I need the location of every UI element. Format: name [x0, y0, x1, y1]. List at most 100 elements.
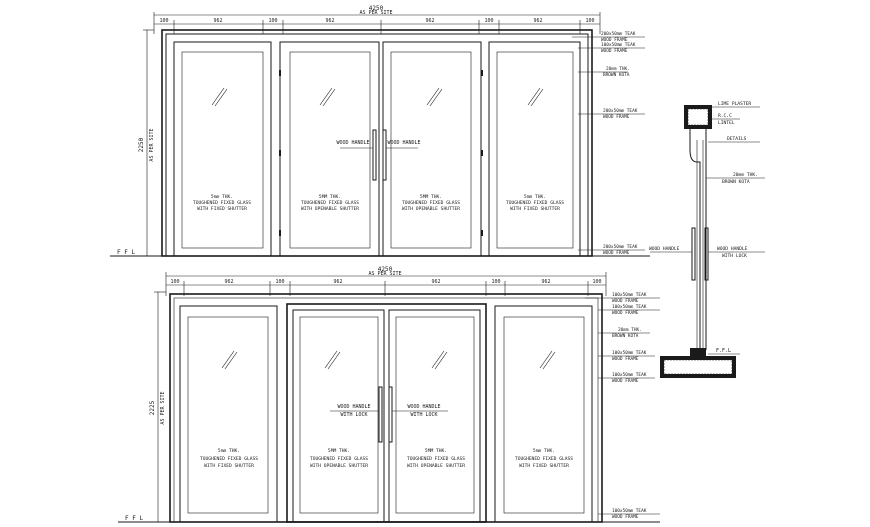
top-callout-1-l2: WOOD FRAME [601, 37, 628, 43]
bottom-panel-2-line2: TOUGHENED FIXED GLASS [310, 456, 368, 462]
bottom-handle-right-l1: WOOD HANDLE [407, 404, 440, 410]
bottom-outer-frame [169, 293, 603, 523]
bottom-seg-3: 100 [275, 279, 284, 285]
bottom-callout-2-l2: WOOD FRAME [612, 310, 639, 316]
bottom-panel-1-line1: 5mm THK. [218, 448, 240, 454]
top-panel-4-line1: 5mm THK. [524, 194, 546, 200]
top-handle-left [372, 129, 377, 181]
bottom-panel-2-glass [299, 316, 379, 514]
bottom-panel-1-glass [187, 316, 269, 514]
top-callout-2-l2: WOOD FRAME [601, 48, 628, 54]
bottom-panel-1-line3: WITH FIXED SHUTTER [204, 463, 254, 469]
bottom-callout-6-l2: WOOD FRAME [612, 514, 639, 520]
top-segment-ticks [153, 12, 601, 34]
top-elevation: 4250 AS PER SITE 100 962 100 962 962 100… [110, 5, 650, 257]
top-overall-note: AS PER SITE [359, 10, 392, 16]
bottom-panel-2-frame [292, 309, 385, 523]
bottom-seg-1: 100 [170, 279, 179, 285]
top-callout-4-l1: 200x50mm TEAK [603, 108, 638, 114]
top-panel-3-line2: TOUGHENED FIXED GLASS [402, 200, 460, 206]
bottom-overall-note: AS PER SITE [368, 271, 401, 277]
top-seg-5: 962 [425, 18, 434, 24]
top-panel-1-line1: 5mm THK. [211, 194, 233, 200]
bottom-callout-5-l1: 100x50mm TEAK [612, 372, 647, 378]
bottom-seg-4: 962 [333, 279, 342, 285]
bottom-callout-3-l1: 20mm THK. [618, 327, 642, 333]
bottom-overall-dim: 4250 [378, 266, 393, 273]
top-callout-2-l1: 100x50mm TEAK [601, 42, 636, 48]
top-overall-dim: 4250 [369, 5, 384, 12]
top-callout-5-l2: WOOD FRAME [603, 250, 630, 256]
bottom-panel-2-line1: 5MM THK. [328, 448, 350, 454]
top-panel-4-glass [496, 51, 574, 249]
top-panel-1-line2: TOUGHENED FIXED GLASS [193, 200, 251, 206]
section-kota-1: 20mm THK. [733, 172, 758, 178]
top-callout-3-l1: 20mm THK. [606, 66, 630, 72]
bottom-handle-right-l2: WITH LOCK [410, 412, 437, 418]
bottom-callout-5-l2: WOOD FRAME [612, 378, 639, 384]
top-ffl-label: F F L [117, 249, 135, 256]
bottom-panel-4-line3: WITH FIXED SHUTTER [519, 463, 569, 469]
bottom-panel-3-line2: TOUGHENED FIXED GLASS [407, 456, 465, 462]
bottom-height-dim: 2225 [149, 400, 156, 415]
top-panel-3-line1: 5MM THK. [420, 194, 442, 200]
top-handle-right [382, 129, 387, 181]
bottom-panel-4-line2: TOUGHENED FIXED GLASS [515, 456, 573, 462]
top-panel-1-line3: WITH FIXED SHUTTER [197, 206, 247, 212]
bottom-panel-4-frame [494, 305, 593, 523]
top-panel-3-glass [390, 51, 472, 249]
bottom-seg-5: 962 [431, 279, 440, 285]
bottom-ffl-label: F F L [125, 515, 143, 522]
bottom-callout-3-l2: BROWN KOTA [612, 333, 639, 339]
bottom-panel-2-line3: WITH OPENABLE SHUTTER [310, 463, 368, 469]
section-rcc-2: LINTEL [718, 120, 735, 126]
bottom-handle-left [378, 386, 383, 443]
bottom-callout-4-l1: 100x50mm TEAK [612, 350, 647, 356]
top-glass-marks [211, 87, 544, 107]
top-panel-1-frame [173, 41, 272, 257]
section-lime-plaster: LIME PLASTER [718, 101, 751, 107]
section-rcc-1: R.C.C [718, 113, 732, 119]
top-handle-right-label: WOOD HANDLE [387, 140, 420, 146]
bottom-panel-3-glass [395, 316, 475, 514]
top-panel-2-frame [279, 41, 380, 257]
top-panel-3-line3: WITH OPENABLE SHUTTER [402, 206, 460, 212]
top-panel-4-line3: WITH FIXED SHUTTER [510, 206, 560, 212]
top-callout-5-l1: 200x50mm TEAK [603, 244, 638, 250]
bottom-callout-1-l1: 100x50mm TEAK [612, 292, 647, 298]
top-panel-2-line3: WITH OPENABLE SHUTTER [301, 206, 359, 212]
bottom-panel-4-glass [503, 316, 585, 514]
top-panel-2-line2: TOUGHENED FIXED GLASS [301, 200, 359, 206]
section-handle-label: WOOD HANDLE [649, 246, 680, 252]
top-callout-leaders [572, 36, 645, 251]
bottom-callout-2-l1: 100x50mm TEAK [612, 304, 647, 310]
bottom-callout-1-l2: WOOD FRAME [612, 298, 639, 304]
bottom-callout-6-l1: 100x50mm TEAK [612, 508, 647, 514]
top-seg-2: 962 [213, 18, 222, 24]
section-handle-lock-1: WOOD HANDLE [717, 246, 748, 252]
top-callout-4-l2: WOOD FRAME [603, 114, 630, 120]
top-height-dim: 2250 [138, 137, 145, 152]
top-seg-7: 962 [533, 18, 542, 24]
bottom-seg-8: 100 [592, 279, 601, 285]
bottom-panel-4-line1: 5mm THK. [533, 448, 555, 454]
top-seg-1: 100 [159, 18, 168, 24]
bottom-seg-6: 100 [491, 279, 500, 285]
top-callout-1-l1: 200x50mm TEAK [601, 31, 636, 37]
bottom-panel-3-line3: WITH OPENABLE SHUTTER [407, 463, 465, 469]
top-callout-3-l2: BROWN KOTA [603, 72, 630, 78]
bottom-panel-1-frame [179, 305, 278, 523]
top-outer-frame [161, 29, 593, 257]
bottom-handle-left-l1: WOOD HANDLE [337, 404, 370, 410]
section-detail: LIME PLASTER R.C.C LINTEL DETAILS 20mm T… [649, 101, 765, 378]
section-handle-left [691, 227, 696, 281]
top-seg-3: 100 [268, 18, 277, 24]
bottom-glass-marks [221, 350, 556, 370]
section-handle-right [704, 227, 709, 281]
top-height-note: AS PER SITE [149, 128, 155, 161]
top-seg-4: 962 [325, 18, 334, 24]
bottom-handle-right [388, 386, 393, 443]
top-panel-2-glass [289, 51, 371, 249]
